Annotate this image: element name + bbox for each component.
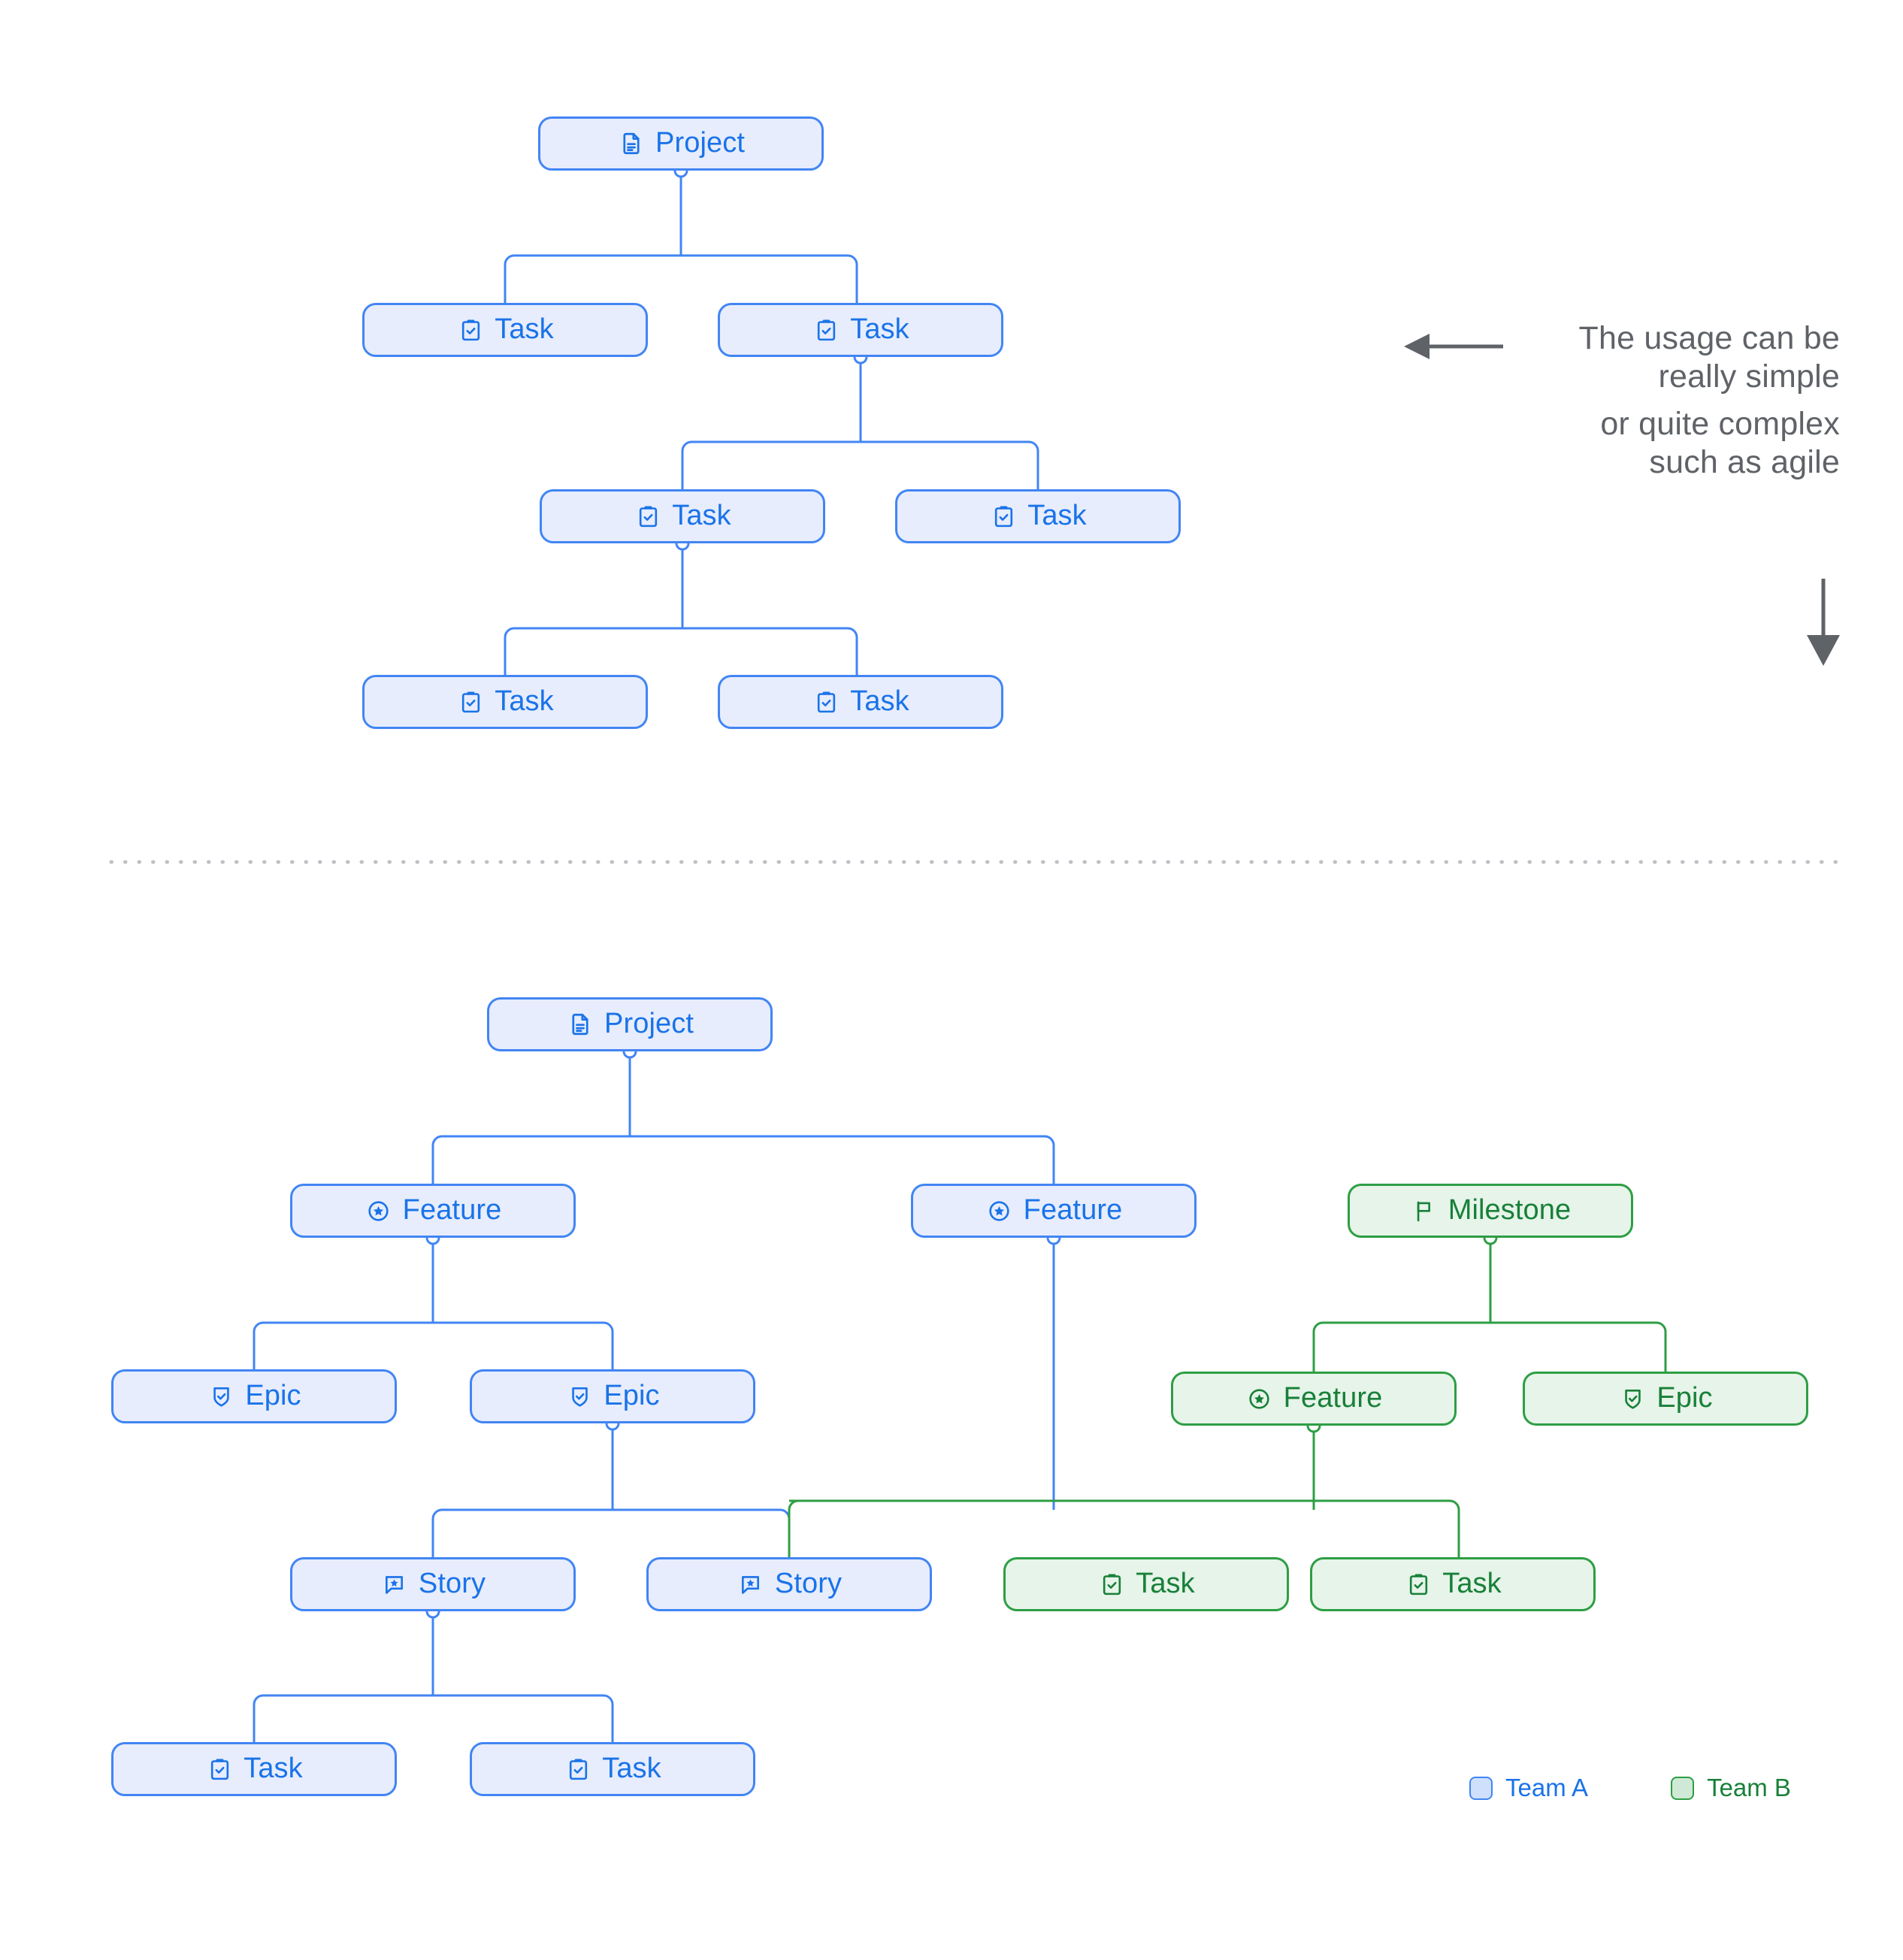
node-epic-2[interactable]: Epic (470, 1369, 755, 1423)
edge-feature1-to-epics (253, 1238, 614, 1369)
annotation-spacer (1493, 396, 1840, 405)
clipboard-check-icon (812, 688, 840, 716)
clipboard-check-icon (456, 316, 485, 344)
legend-label: Team B (1707, 1774, 1791, 1801)
document-icon (617, 129, 646, 158)
node-feature-3[interactable]: Feature (1171, 1372, 1457, 1426)
legend-item-team-a[interactable]: Team A (1469, 1774, 1589, 1801)
edge-project-to-tasks (504, 171, 858, 303)
star-circle-icon (1245, 1384, 1274, 1413)
node-label: Task (495, 685, 554, 717)
node-task-simple-1[interactable]: Task (362, 303, 648, 357)
speech-bubble-star-icon (380, 1570, 409, 1599)
annotation-line-2: really simple (1658, 358, 1840, 395)
node-task-green-2[interactable]: Task (1310, 1557, 1596, 1611)
clipboard-check-icon (1097, 1570, 1126, 1599)
legend-item-team-b[interactable]: Team B (1671, 1774, 1791, 1801)
annotation-line-1: The usage can be (1578, 320, 1840, 356)
node-label: Epic (1656, 1382, 1713, 1414)
node-label: Task (602, 1753, 661, 1784)
node-task-simple-6[interactable]: Task (718, 675, 1003, 729)
legend-swatch-green (1671, 1777, 1695, 1800)
clipboard-check-icon (205, 1755, 234, 1783)
node-label: Story (418, 1568, 486, 1599)
node-label: Project (655, 127, 745, 159)
node-label: Milestone (1448, 1194, 1572, 1226)
node-label: Task (850, 685, 909, 717)
node-label: Feature (1283, 1382, 1383, 1414)
node-story-1[interactable]: Story (290, 1557, 576, 1611)
team-legend: Team A Team B (1469, 1774, 1791, 1801)
arrow-left-icon (1404, 334, 1430, 359)
node-label: Task (672, 500, 731, 531)
shield-check-icon (1618, 1384, 1647, 1413)
usage-annotation: The usage can be really simple or quite … (1493, 319, 1840, 482)
edge-milestone-to-children (1312, 1238, 1667, 1372)
node-label: Epic (245, 1380, 301, 1411)
node-label: Task (850, 313, 909, 345)
complex-tree-ports (425, 1044, 1498, 1619)
node-label: Feature (1023, 1194, 1123, 1226)
node-milestone[interactable]: Milestone (1348, 1184, 1633, 1238)
node-label: Epic (604, 1380, 660, 1411)
arrow-down-icon (1807, 635, 1840, 666)
simple-tree-edges (504, 171, 1039, 675)
annotation-line-3: or quite complex (1600, 406, 1840, 443)
node-task-blue-1[interactable]: Task (111, 1742, 397, 1796)
document-icon (566, 1010, 594, 1039)
node-epic-1[interactable]: Epic (111, 1369, 397, 1423)
node-task-green-1[interactable]: Task (1003, 1557, 1289, 1611)
shield-check-icon (565, 1382, 594, 1411)
edge-story1-to-tasks (253, 1611, 614, 1742)
flag-icon (1410, 1196, 1439, 1225)
clipboard-check-icon (456, 688, 485, 716)
edge-task3-to-children (504, 543, 858, 675)
clipboard-check-icon (989, 502, 1018, 531)
clipboard-check-icon (812, 316, 840, 344)
node-project-simple[interactable]: Project (538, 116, 824, 171)
node-label: Story (774, 1568, 843, 1599)
star-circle-icon (365, 1196, 393, 1225)
node-task-simple-5[interactable]: Task (362, 675, 648, 729)
clipboard-check-icon (634, 502, 662, 531)
node-label: Task (1136, 1568, 1195, 1599)
node-task-simple-2[interactable]: Task (718, 303, 1003, 357)
legend-swatch-blue (1469, 1777, 1493, 1800)
node-label: Task (495, 313, 554, 345)
node-task-simple-4[interactable]: Task (895, 489, 1181, 543)
node-label: Task (244, 1753, 303, 1784)
edge-green-bus (788, 1499, 1460, 1557)
annotation-line-4: such as agile (1649, 444, 1840, 481)
shield-check-icon (207, 1382, 235, 1411)
node-feature-1[interactable]: Feature (290, 1184, 576, 1238)
speech-bubble-star-icon (737, 1570, 765, 1599)
edge-epic2-to-stories (431, 1423, 791, 1557)
node-label: Feature (402, 1194, 502, 1226)
legend-label: Team A (1505, 1774, 1589, 1801)
node-task-blue-2[interactable]: Task (470, 1742, 755, 1796)
node-project-complex[interactable]: Project (487, 997, 773, 1051)
node-label: Task (1442, 1568, 1502, 1599)
star-circle-icon (985, 1196, 1014, 1225)
clipboard-check-icon (1404, 1570, 1433, 1599)
node-feature-2[interactable]: Feature (911, 1184, 1197, 1238)
node-story-2[interactable]: Story (646, 1557, 932, 1611)
node-label: Task (1027, 500, 1087, 531)
edge-task2-to-children (681, 357, 1039, 489)
node-epic-3[interactable]: Epic (1523, 1372, 1808, 1426)
node-task-simple-3[interactable]: Task (540, 489, 825, 543)
node-label: Project (604, 1008, 694, 1039)
edge-project-to-features (431, 1051, 1055, 1184)
clipboard-check-icon (564, 1755, 592, 1783)
